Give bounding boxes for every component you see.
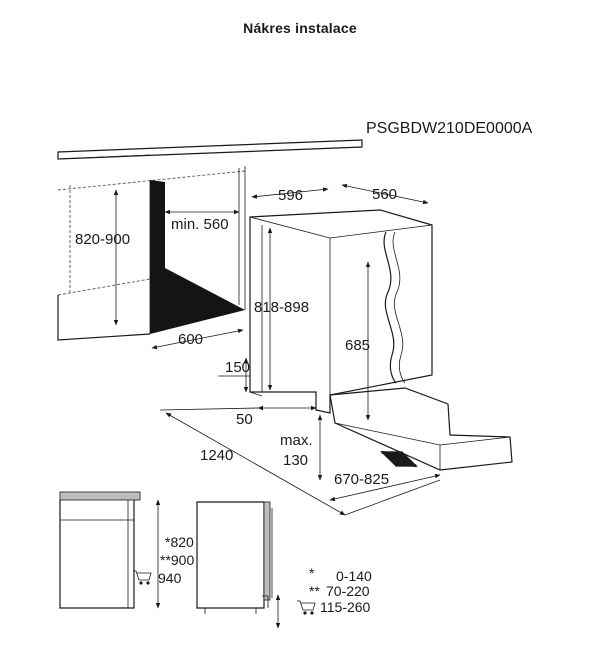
niche-back-wall <box>150 180 245 334</box>
legend-mark-2: ** <box>309 583 320 599</box>
plinth-height-label: 150 <box>225 359 250 376</box>
legend-value-1: 0-140 <box>336 568 372 584</box>
door-swing-label: 1240 <box>200 447 233 464</box>
appliance-side-view <box>196 501 273 614</box>
height-1-label: *820 <box>165 534 194 550</box>
height-2-label: **900 <box>160 552 194 568</box>
slide-arrow-icon <box>380 450 418 468</box>
page-title: Nákres instalace <box>243 20 357 36</box>
plinth-offset-label: 50 <box>236 411 253 428</box>
appliance-depth-label: 560 <box>372 186 397 203</box>
open-door <box>329 387 513 471</box>
door-cut-edge <box>383 231 397 384</box>
height-3-label: 940 <box>158 570 182 586</box>
niche-height-label: 820-900 <box>75 231 130 248</box>
niche-depth-label: 600 <box>178 331 203 348</box>
niche-min-width-label: min. 560 <box>171 216 229 233</box>
door-range-label: 670-825 <box>334 471 389 488</box>
door-height-label: 685 <box>345 337 370 354</box>
cabinet-side-view <box>59 491 141 609</box>
max-label: max. <box>280 432 313 449</box>
model-code: PSGBDW210DE0000A <box>366 120 533 137</box>
legend-value-3: 115-260 <box>320 599 371 615</box>
worktop <box>57 139 363 296</box>
legend-value-2: 70-220 <box>326 583 370 599</box>
cart-icon <box>133 570 152 585</box>
max-value-label: 130 <box>283 452 308 469</box>
legend-cart-icon <box>297 600 316 615</box>
dishwasher-body <box>249 209 433 414</box>
appliance-width-label: 596 <box>278 187 303 204</box>
legend: * 0-140 ** 70-220 115-260 <box>297 565 372 615</box>
appliance-height-label: 818-898 <box>254 299 309 316</box>
legend-mark-1: * <box>309 565 315 581</box>
